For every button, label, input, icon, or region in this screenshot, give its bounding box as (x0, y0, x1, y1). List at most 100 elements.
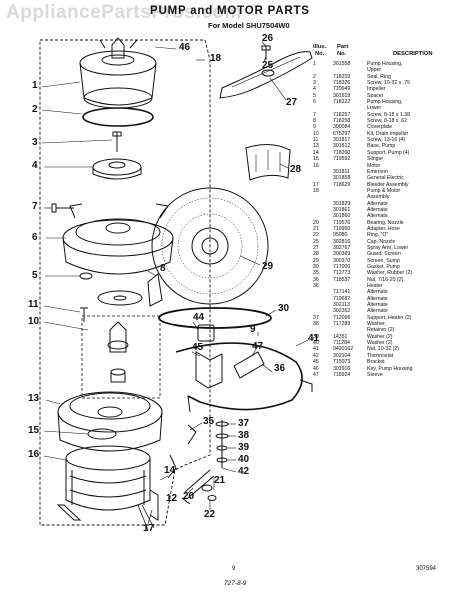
description-cell: Alternate (367, 213, 388, 220)
illus-no-cell: 7 (313, 111, 316, 118)
description-cell: Screen, Sump (367, 257, 400, 264)
heater (175, 342, 303, 411)
motor (65, 445, 151, 471)
screen-guard (245, 144, 291, 181)
description-cell: Guard, Screen (367, 251, 401, 258)
callout-29: 29 (262, 261, 274, 272)
header-illus: Illus. (313, 44, 327, 50)
part-no-cell: 302362 (333, 308, 351, 315)
table-row: Upper (313, 67, 473, 73)
description-cell: Assembly (367, 194, 390, 201)
page-number: 9 (232, 566, 236, 572)
description-cell: Coverplate (367, 124, 393, 131)
part-no-cell: 717000 (333, 264, 351, 270)
callout-2: 2 (32, 104, 38, 115)
callout-45: 45 (192, 342, 204, 353)
illus-no-cell: 38 (313, 321, 319, 328)
callout-27: 27 (286, 97, 298, 108)
part-no-cell: 718257 (333, 111, 351, 118)
illus-no-cell: 39 (313, 333, 319, 340)
callout-18: 18 (210, 53, 222, 64)
part-no-cell: 715073 (333, 359, 351, 366)
callout-37: 37 (238, 418, 250, 429)
illus-no-cell: 28 (313, 251, 319, 258)
part-no-cell: 718260 (333, 149, 351, 156)
description-cell: Motor (367, 162, 381, 169)
part-no-cell: 302816 (333, 238, 351, 245)
callout-9: 9 (250, 324, 256, 335)
callout-12: 12 (166, 493, 178, 504)
part-no-cell: 301619 (333, 92, 351, 99)
callout-25: 25 (262, 60, 274, 71)
callout-22: 22 (204, 509, 216, 520)
illus-no-cell: 36 (313, 283, 319, 290)
header-illus-no: No. (315, 51, 325, 57)
part-no-cell: 301811 (333, 168, 350, 175)
part-no-cell: 712096 (333, 314, 351, 321)
illus-no-cell: 14 (313, 149, 319, 156)
callout-4: 4 (32, 160, 38, 171)
callout-3: 3 (32, 137, 38, 148)
description-cell: Adapter, Hose (367, 225, 400, 232)
description-cell: Alternate (367, 308, 388, 315)
part-no-cell: 300084 (333, 124, 351, 131)
callout-10: 10 (28, 316, 40, 327)
illus-no-cell: 37 (313, 314, 319, 321)
illus-no-cell: 15 (313, 156, 319, 163)
illus-no-cell: 20 (313, 219, 319, 226)
part-no-cell: 301858 (333, 175, 351, 182)
part-no-cell: 301829 (333, 200, 351, 207)
description-cell: Pump Housing, (367, 61, 403, 67)
illus-no-cell: 8 (313, 118, 316, 125)
illus-no-cell: 40 (313, 340, 319, 347)
callout-28: 28 (290, 164, 302, 175)
part-no-cell: 300369 (333, 251, 351, 258)
callout-26: 26 (262, 33, 274, 44)
part-no-cell: 301558 (333, 61, 351, 67)
part-no-cell: 712773 (333, 270, 351, 277)
illus-no-cell: 3 (313, 80, 316, 87)
description-cell: Screw, 13-16 (4) (367, 137, 406, 144)
description-cell: Spacer (367, 92, 384, 99)
description-cell: Support, Pump (4) (367, 149, 410, 156)
description-cell: Spray Arm, Lower (367, 244, 409, 251)
part-no-cell: 301916 (333, 365, 351, 372)
part-no-cell: 718924 (333, 371, 351, 378)
table-row: Assembly (313, 194, 473, 200)
description-cell: Washer, Rubber (2) (367, 270, 413, 277)
part-no-cell: 717141 (333, 289, 351, 296)
callout-35: 35 (203, 416, 215, 427)
description-cell: Lower (367, 105, 382, 112)
illus-no-cell: 18 (313, 187, 319, 194)
description-cell: Slinger (367, 156, 384, 163)
coverplate (97, 290, 143, 306)
description-cell: Emerson (367, 168, 388, 175)
callout-7: 7 (32, 201, 38, 212)
part-no-cell: 301861 (333, 206, 351, 213)
description-cell: Screw, 10-32 x .75 (367, 80, 410, 87)
part-no-cell: 719687 (333, 295, 351, 302)
document-code: 307594 (416, 566, 437, 572)
illus-no-cell: 30 (313, 264, 319, 270)
description-cell: Upper (367, 67, 382, 74)
hose-adapter (181, 469, 215, 505)
